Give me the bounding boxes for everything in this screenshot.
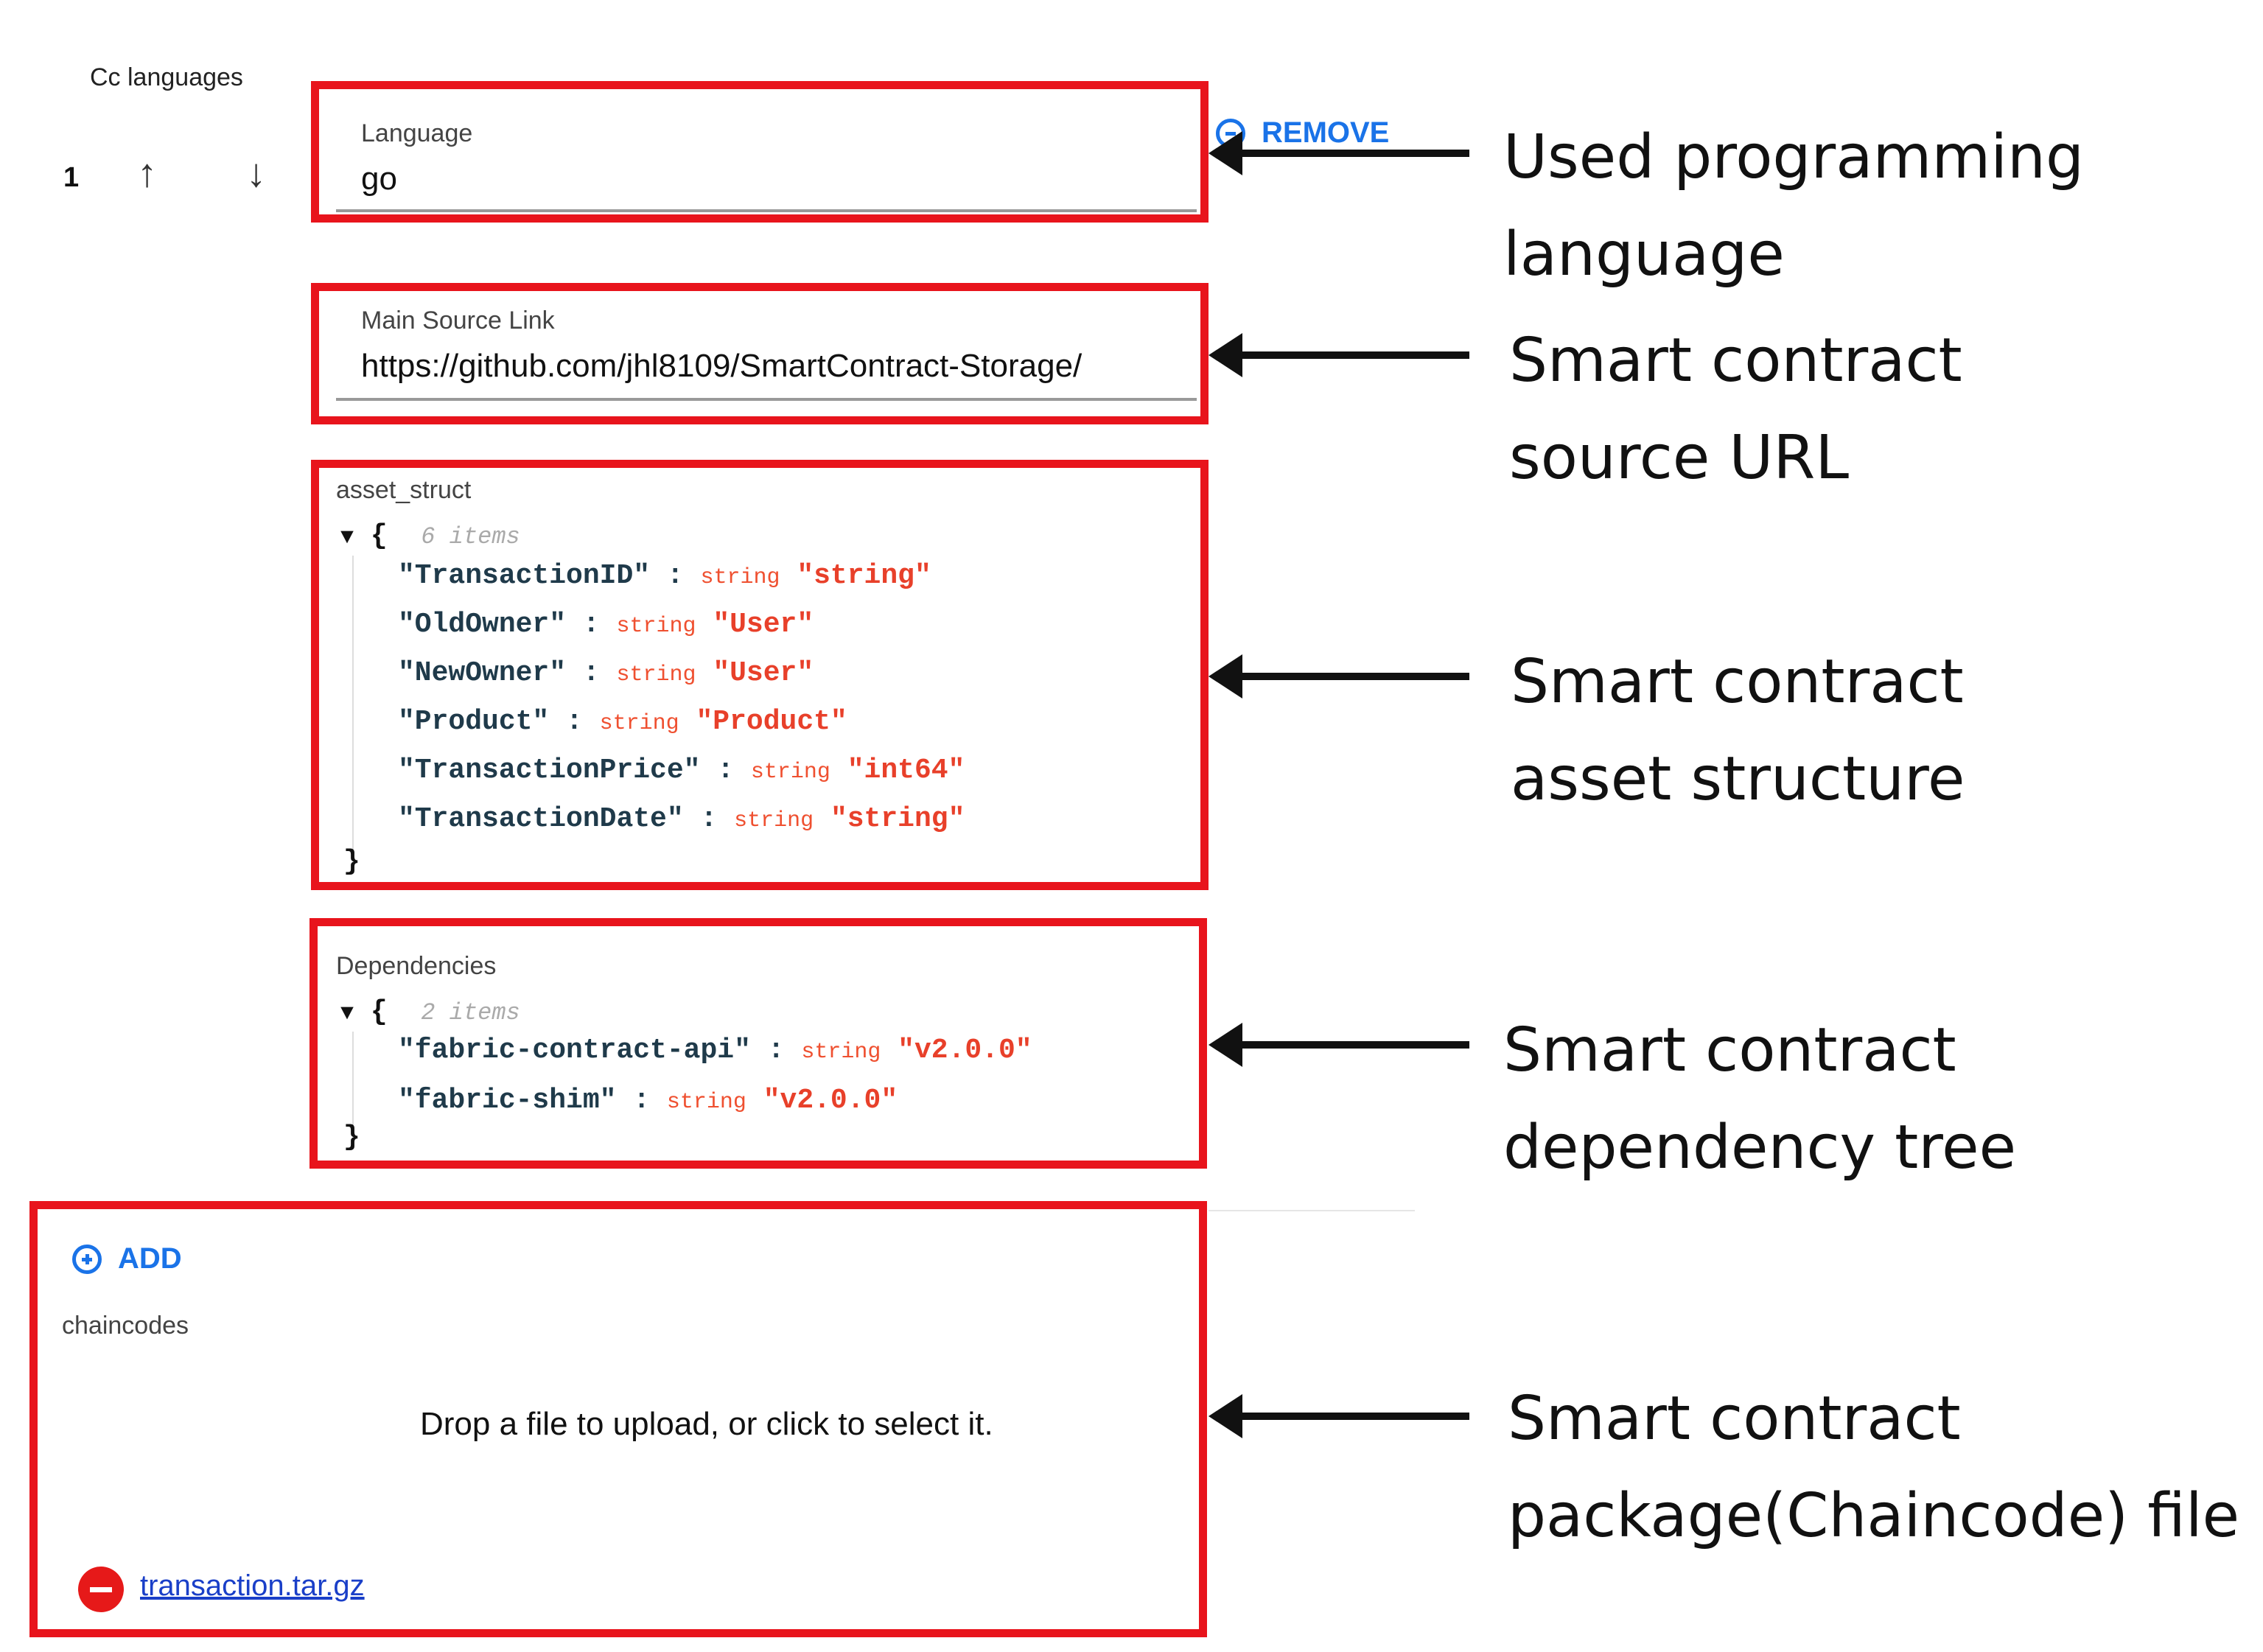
json-entry: "NewOwner" : string "User" xyxy=(398,657,814,689)
arrow-up-icon[interactable]: ↑ xyxy=(137,151,157,195)
json-key: "TransactionID" xyxy=(398,560,651,592)
json-entry: "TransactionID" : string "string" xyxy=(398,560,931,592)
json-value: "string" xyxy=(830,803,965,835)
row-index: 1 xyxy=(63,162,80,193)
asset-struct-header: ▼ { 6 items xyxy=(340,520,520,552)
json-value: "v2.0.0" xyxy=(763,1085,898,1116)
language-underline xyxy=(336,209,1197,212)
add-circle-icon xyxy=(72,1244,102,1274)
tree-guide xyxy=(352,556,354,850)
json-close-brace: } xyxy=(343,1121,360,1153)
json-type: string xyxy=(700,565,780,590)
remove-button[interactable]: REMOVE xyxy=(1216,116,1389,150)
minus-circle-icon[interactable] xyxy=(78,1567,124,1612)
asset-struct-label: asset_struct xyxy=(336,476,472,504)
caret-down-icon[interactable]: ▼ xyxy=(340,1001,354,1026)
json-entry: "Product" : string "Product" xyxy=(398,706,847,738)
json-value: "string" xyxy=(797,560,931,592)
arrow-down-icon[interactable]: ↓ xyxy=(246,151,266,195)
source-link-input[interactable]: https://github.com/jhl8109/SmartContract… xyxy=(361,348,1082,384)
source-link-underline xyxy=(336,398,1197,401)
json-entry: "fabric-shim" : string "v2.0.0" xyxy=(398,1085,898,1116)
json-value: "User" xyxy=(713,657,814,689)
json-key: "fabric-shim" xyxy=(398,1085,617,1116)
highlight-language xyxy=(311,81,1209,223)
divider xyxy=(1209,1210,1415,1211)
callout-arrow xyxy=(1209,1394,1469,1438)
json-entry: "fabric-contract-api" : string "v2.0.0" xyxy=(398,1035,1032,1066)
annotation-asset: Smart contract asset structure xyxy=(1511,647,1965,814)
item-count: 2 items xyxy=(421,999,520,1026)
add-label: ADD xyxy=(118,1242,182,1275)
json-key: "TransactionPrice" xyxy=(398,755,701,786)
annotation-source: Smart contract source URL xyxy=(1509,326,1962,493)
json-key: "NewOwner" xyxy=(398,657,567,689)
language-label: Language xyxy=(361,119,473,147)
dropzone[interactable]: Drop a file to upload, or click to selec… xyxy=(420,1406,993,1442)
file-link[interactable]: transaction.tar.gz xyxy=(140,1569,365,1602)
source-link-label: Main Source Link xyxy=(361,307,555,335)
item-count: 6 items xyxy=(421,523,520,550)
dependencies-header: ▼ { 2 items xyxy=(340,996,520,1028)
json-value: "int64" xyxy=(847,755,965,786)
json-close-brace: } xyxy=(343,846,360,878)
json-key: "Product" xyxy=(398,706,550,738)
json-type: string xyxy=(734,808,814,833)
json-type: string xyxy=(750,760,830,785)
section-label: Cc languages xyxy=(90,63,243,91)
json-key: "TransactionDate" xyxy=(398,803,684,835)
json-value: "User" xyxy=(713,609,814,640)
highlight-source xyxy=(311,283,1209,424)
annotation-dependency: Smart contract dependency tree xyxy=(1503,1015,2017,1183)
caret-down-icon[interactable]: ▼ xyxy=(340,525,354,550)
callout-arrow xyxy=(1209,654,1469,699)
json-value: "Product" xyxy=(696,706,847,738)
json-type: string xyxy=(666,1090,746,1115)
json-type: string xyxy=(616,662,696,687)
json-type: string xyxy=(616,614,696,639)
json-key: "OldOwner" xyxy=(398,609,567,640)
chaincodes-label: chaincodes xyxy=(62,1312,189,1340)
callout-arrow xyxy=(1209,1023,1469,1067)
callout-arrow xyxy=(1209,131,1469,175)
highlight-asset-struct xyxy=(311,460,1209,890)
highlight-chaincodes xyxy=(29,1201,1207,1637)
json-key: "fabric-contract-api" xyxy=(398,1035,751,1066)
highlight-dependencies xyxy=(309,918,1207,1169)
json-entry: "TransactionDate" : string "string" xyxy=(398,803,965,835)
json-type: string xyxy=(599,711,679,736)
remove-label: REMOVE xyxy=(1262,116,1390,149)
json-value: "v2.0.0" xyxy=(898,1035,1032,1066)
dependencies-label: Dependencies xyxy=(336,952,497,980)
json-entry: "TransactionPrice" : string "int64" xyxy=(398,755,965,786)
add-button[interactable]: ADD xyxy=(72,1242,182,1275)
annotation-language: Used programming language xyxy=(1503,122,2085,290)
json-entry: "OldOwner" : string "User" xyxy=(398,609,814,640)
language-input[interactable]: go xyxy=(361,161,397,197)
callout-arrow xyxy=(1209,333,1469,377)
annotation-package: Smart contract package(Chaincode) file xyxy=(1508,1384,2240,1551)
tree-guide xyxy=(352,1032,354,1127)
json-type: string xyxy=(801,1040,881,1065)
